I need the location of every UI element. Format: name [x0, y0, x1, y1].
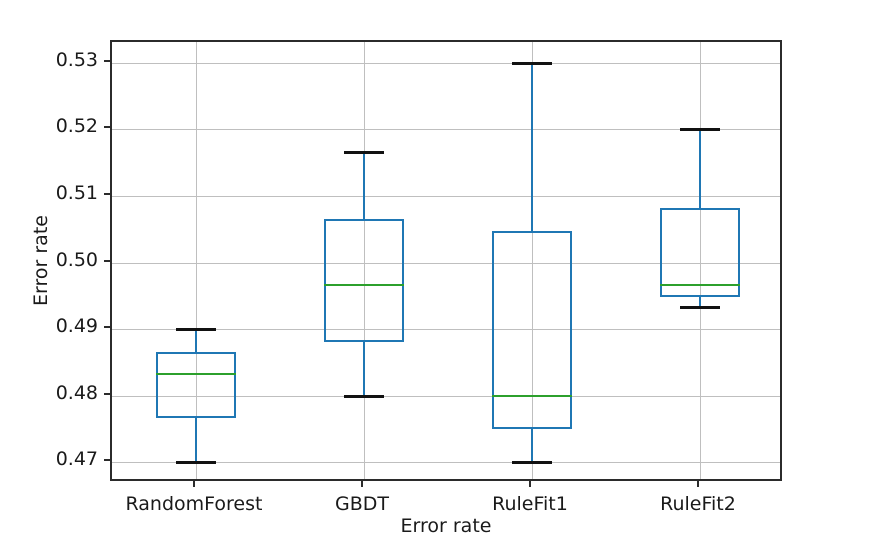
plot-area: [110, 40, 782, 481]
x-tick-label-rulefit2: RuleFit2: [660, 493, 736, 515]
plot-inner: [112, 42, 780, 479]
whisker-upper: [699, 129, 701, 208]
cap-lower: [344, 394, 384, 398]
y-tick-mark: [104, 326, 110, 329]
cap-upper: [176, 328, 216, 332]
gridline-horizontal: [112, 262, 780, 264]
gridline-vertical: [196, 42, 197, 479]
y-tick-label: 0.53: [55, 48, 98, 71]
whisker-upper: [531, 62, 533, 231]
gridline-vertical: [700, 42, 701, 479]
gridline-horizontal: [112, 129, 780, 131]
y-tick-label: 0.48: [55, 381, 98, 404]
x-axis-label: Error rate: [400, 515, 492, 537]
cap-upper: [344, 150, 384, 154]
y-tick-mark: [104, 392, 110, 395]
median-line: [324, 284, 404, 287]
y-tick-mark: [104, 459, 110, 462]
gridline-horizontal: [112, 62, 780, 64]
cap-lower: [176, 461, 216, 465]
y-tick-mark: [104, 126, 110, 129]
x-tick-label-gbdt: GBDT: [335, 493, 389, 515]
median-line: [660, 284, 740, 287]
boxplot-rulefit2: [660, 42, 740, 479]
gridline-horizontal: [112, 395, 780, 397]
y-tick-label: 0.49: [55, 315, 98, 338]
y-tick-mark: [104, 192, 110, 195]
whisker-upper: [195, 329, 197, 352]
gridline-horizontal: [112, 195, 780, 197]
y-axis-label: Error rate: [30, 215, 52, 306]
y-tick-label: 0.52: [55, 115, 98, 138]
box-iqr: [324, 218, 404, 343]
x-tick-mark: [193, 481, 195, 487]
y-tick-mark: [104, 259, 110, 262]
cap-upper: [680, 128, 720, 132]
gridline-horizontal: [112, 462, 780, 464]
boxplot-rulefit1: [492, 42, 572, 479]
box-iqr: [156, 351, 236, 419]
median-line: [492, 394, 572, 397]
cap-upper: [512, 61, 552, 65]
y-tick-label: 0.51: [55, 181, 98, 204]
box-iqr: [492, 230, 572, 430]
gridline-vertical: [364, 42, 365, 479]
boxplot-gbdt: [324, 42, 404, 479]
median-line: [156, 372, 236, 375]
y-tick-mark: [104, 59, 110, 62]
x-tick-mark: [529, 481, 531, 487]
whisker-lower: [531, 429, 533, 463]
gridline-vertical: [532, 42, 533, 479]
boxplot-randomforest: [156, 42, 236, 479]
gridline-horizontal: [112, 329, 780, 331]
whisker-lower: [195, 418, 197, 463]
whisker-lower: [699, 297, 701, 308]
y-tick-label: 0.50: [55, 248, 98, 271]
x-tick-mark: [361, 481, 363, 487]
x-tick-label-rulefit1: RuleFit1: [492, 493, 568, 515]
x-tick-label-randomforest: RandomForest: [125, 493, 263, 515]
cap-lower: [680, 306, 720, 310]
box-iqr: [660, 207, 740, 298]
whisker-upper: [363, 151, 365, 219]
cap-lower: [512, 461, 552, 465]
x-tick-mark: [697, 481, 699, 487]
y-tick-label: 0.47: [55, 448, 98, 471]
whisker-lower: [363, 342, 365, 396]
